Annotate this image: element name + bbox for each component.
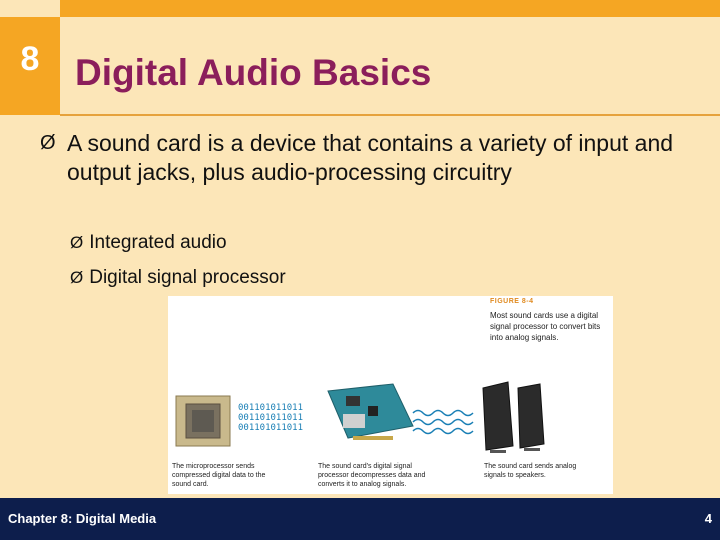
page-number: 4	[704, 511, 712, 526]
sub-bullet-1: Ø Integrated audio	[70, 232, 227, 254]
figure-subcaption-1: The microprocessor sends compressed digi…	[172, 463, 266, 488]
figure-illustration: 001101011011 001101011011 001101011011	[175, 381, 545, 453]
footer-bar: Chapter 8: Digital Media 4	[0, 498, 720, 540]
sound-card-icon	[327, 383, 414, 440]
sub-bullet-arrow-icon: Ø	[70, 268, 84, 287]
sub-bullet-text: Integrated audio	[89, 232, 227, 253]
analog-wave-icon	[412, 409, 474, 435]
figure-subcaption-3: The sound card sends analog signals to s…	[484, 463, 577, 479]
slide-title: Digital Audio Basics	[75, 52, 432, 93]
sub-bullet-arrow-icon: Ø	[70, 233, 84, 252]
chapter-number: 8	[20, 40, 40, 78]
digital-bits-row-2: 001101011011	[238, 413, 303, 423]
footer-chapter-label: Chapter 8: Digital Media	[8, 511, 157, 526]
sub-bullet-text: Digital signal processor	[89, 267, 286, 288]
digital-bits-row-1: 001101011011	[238, 403, 303, 413]
chapter-badge	[0, 17, 60, 115]
bullet-main: Ø A sound card is a device that contains…	[40, 129, 700, 187]
microprocessor-icon	[175, 395, 231, 447]
title-rule	[60, 114, 720, 116]
bullet-arrow-icon: Ø	[40, 132, 56, 154]
figure-caption: Most sound cards use a digital signal pr…	[490, 311, 601, 342]
sub-bullet-2: Ø Digital signal processor	[70, 267, 286, 289]
top-accent-strip	[60, 0, 720, 17]
digital-bits-row-3: 001101011011	[238, 423, 303, 433]
figure-label: FIGURE 8-4	[490, 298, 534, 305]
speakers-icon	[482, 381, 545, 453]
sound-card-figure: FIGURE 8-4 Most sound cards use a digita…	[168, 296, 613, 494]
bullet-text: A sound card is a device that contains a…	[67, 130, 674, 185]
figure-subcaption-2: The sound card's digital signal processo…	[318, 463, 426, 488]
